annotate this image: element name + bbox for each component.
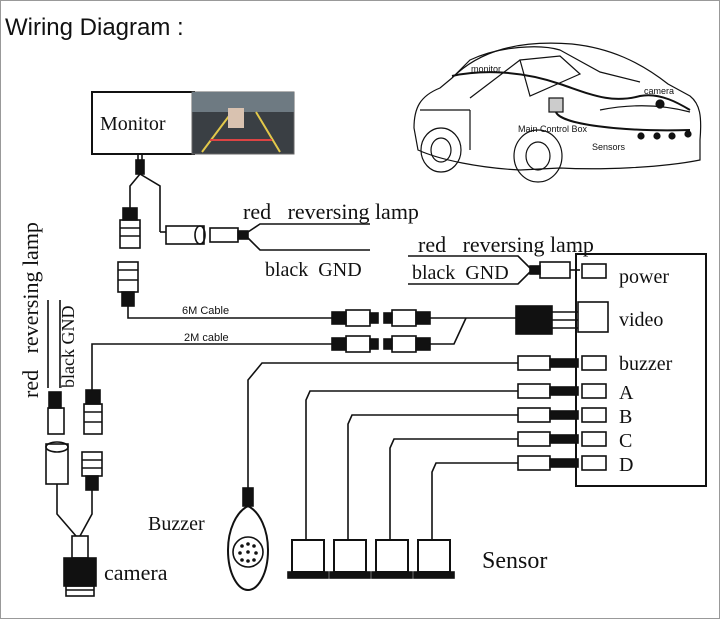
port-video bbox=[577, 301, 609, 333]
main-control-box bbox=[575, 253, 707, 487]
plug-a bbox=[305, 383, 579, 540]
sensor-b bbox=[329, 539, 371, 579]
car-label-camera: camera bbox=[644, 86, 674, 96]
plug-c bbox=[389, 431, 579, 540]
car-label-main-control-box: Main Control Box bbox=[518, 124, 588, 134]
port-c bbox=[581, 431, 607, 447]
port-label-b: B bbox=[619, 406, 632, 428]
camera-device bbox=[63, 535, 97, 597]
port-buzzer bbox=[581, 355, 607, 371]
label-2m-cable: 2M cable bbox=[184, 332, 229, 344]
car-label-monitor: monitor bbox=[471, 64, 501, 74]
sensor-a bbox=[287, 539, 329, 579]
port-b bbox=[581, 407, 607, 423]
label-red-reversing-lamp-top: red reversing lamp bbox=[243, 199, 419, 224]
label-red-reversing-lamp-left: red reversing lamp bbox=[18, 222, 43, 398]
label-black-gnd-right: black GND bbox=[412, 262, 509, 284]
label-red-reversing-lamp-right: red reversing lamp bbox=[418, 232, 594, 257]
port-label-buzzer: buzzer bbox=[619, 353, 673, 375]
sensor-d bbox=[413, 539, 455, 579]
port-label-a: A bbox=[619, 382, 634, 404]
label-black-gnd-top: black GND bbox=[265, 259, 362, 281]
diagram-title: Wiring Diagram : bbox=[5, 14, 184, 41]
monitor-screen-readout: 0.8 bbox=[236, 177, 258, 194]
label-buzzer: Buzzer bbox=[148, 513, 205, 535]
monitor-label: Monitor bbox=[100, 113, 166, 135]
buzzer-device bbox=[226, 487, 270, 592]
port-label-d: D bbox=[619, 454, 633, 476]
plug-d bbox=[431, 455, 579, 540]
label-6m-cable: 6M Cable bbox=[182, 305, 229, 317]
label-black-gnd-left: black GND bbox=[58, 306, 78, 388]
port-label-video: video bbox=[619, 309, 663, 331]
port-a bbox=[581, 383, 607, 399]
label-camera: camera bbox=[104, 560, 168, 585]
plug-b bbox=[347, 407, 579, 540]
port-d bbox=[581, 455, 607, 471]
port-power bbox=[581, 263, 607, 279]
car-illustration bbox=[413, 42, 702, 183]
monitor-screen bbox=[191, 91, 295, 155]
label-sensor: Sensor bbox=[482, 548, 547, 574]
port-label-c: C bbox=[619, 430, 632, 452]
car-label-sensors: Sensors bbox=[592, 142, 626, 152]
plug-buzzer bbox=[247, 355, 579, 488]
sensor-c bbox=[371, 539, 413, 579]
port-label-power: power bbox=[619, 266, 669, 288]
